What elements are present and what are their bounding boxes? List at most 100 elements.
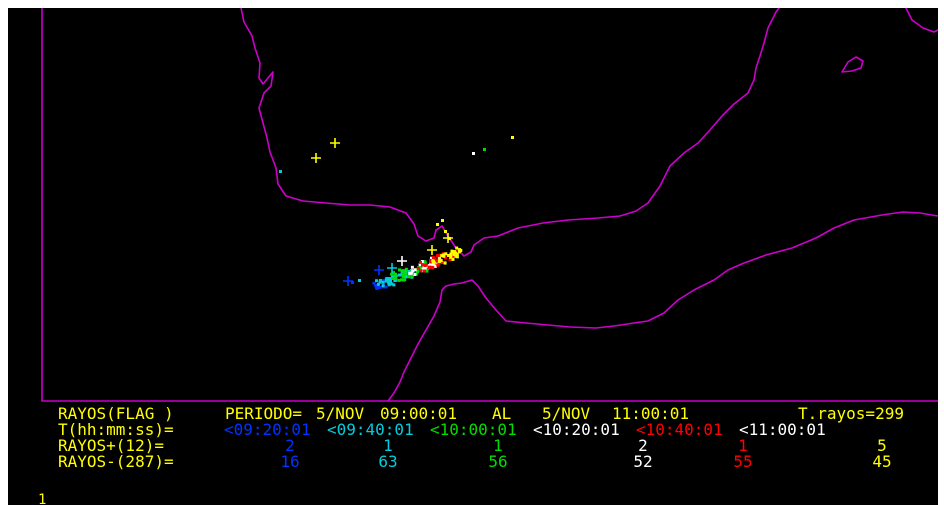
lightning-strike [457,250,461,254]
coastline-mediterranean [905,8,938,33]
positive-count-4: 2 [638,436,648,455]
lightning-strike [375,279,378,283]
positive-count-6: 5 [877,436,887,455]
lightning-strike [378,280,382,284]
lightning-strike [408,271,412,275]
lightning-strike [433,257,437,261]
lightning-strike [401,275,405,278]
lightning-strike [447,254,450,257]
negative-label: RAYOS-(287)= [58,452,174,471]
lightning-strike [455,246,459,250]
lightning-strike [428,265,432,269]
lightning-strike [376,282,380,286]
total-strikes: T.rayos=299 [798,404,904,423]
lightning-strike [404,275,408,279]
lightning-strike [410,275,414,279]
end-time: 11:00:01 [612,404,690,423]
lightning-map [41,8,938,402]
time-label: T(hh:mm:ss)= [58,420,174,439]
lightning-strike [421,263,424,267]
lightning-strike [394,278,398,282]
negative-count-1: 16 [280,452,300,471]
lightning-strike [375,286,379,290]
lightning-strike [391,275,394,279]
negative-count-5: 55 [733,452,753,471]
lightning-strike [449,252,453,256]
lightning-strike [400,270,404,274]
lightning-strike [455,255,459,259]
positive-count-3: 1 [493,436,503,455]
lightning-strike [393,274,397,278]
lightning-strike [394,272,397,276]
lightning-strike [358,279,361,282]
lightning-strike [279,170,282,173]
lightning-strike [413,268,417,272]
page-number: 1 [38,492,47,505]
positive-lightning-marker [343,276,353,286]
lightning-strike [450,249,454,253]
time-interval-3: <10:00:01 [430,420,517,439]
time-interval-4: <10:20:01 [533,420,620,439]
negative-count-4: 52 [633,452,653,471]
positive-count-2: 1 [383,436,393,455]
lightning-strike [413,273,417,276]
positive-lightning-marker [427,245,437,255]
lightning-strike [448,258,452,262]
lightning-strike [385,277,389,281]
lightning-strike [402,269,406,273]
lightning-strike [387,277,391,280]
lightning-strike [455,252,459,256]
lightning-strike [511,136,514,139]
positive-lightning-marker [311,153,321,163]
lightning-strike [404,269,407,273]
lightning-strike [431,257,434,261]
lightning-strike [441,219,444,222]
lightning-strike [391,277,395,280]
lightning-strike [420,260,424,263]
lightning-strike [400,278,404,282]
map-frame [41,8,938,402]
lightning-strike [421,267,425,271]
positive-label: RAYOS+(12)= [58,436,164,455]
period-label: PERIODO= [225,404,303,423]
lightning-strike [416,266,420,270]
time-interval-2: <09:40:01 [327,420,414,439]
positive-count-1: 2 [285,436,295,455]
al-label: AL [492,404,512,423]
lightning-strike [483,148,486,151]
lightning-strike [444,230,447,233]
lightning-strike [431,256,435,260]
lightning-strike [423,266,427,270]
coastline-atlantic [240,8,780,257]
lightning-strike [451,257,455,261]
lightning-strike [404,267,408,271]
lightning-strikes [279,136,514,290]
lightning-strike [388,280,392,284]
lightning-strike [429,260,433,264]
lightning-strike [431,259,435,263]
map-screen: RAYOS(FLAG ) PERIODO= 5/NOV 09:00:01 AL … [8,8,938,505]
lightning-strike [409,271,413,275]
lightning-strike [392,283,396,287]
lightning-strike [351,281,354,284]
lightning-strike [378,285,382,289]
lightning-strike [432,263,436,267]
lightning-strike [449,255,453,259]
lightning-strike [432,261,436,265]
negative-row: RAYOS-(287)= 16 63 56 52 55 45 [8,454,892,470]
lightning-strike [443,261,447,265]
lightning-strike [397,278,401,282]
lightning-strike [418,263,422,267]
lightning-strike [376,284,380,288]
lightning-strike [384,285,388,289]
negative-count-2: 63 [378,452,398,471]
lightning-strike [439,259,443,263]
lightning-strike [424,263,428,267]
lightning-strike [419,260,422,264]
lightning-strike [407,270,411,273]
lightning-strike [438,259,441,263]
negative-count-3: 56 [488,452,508,471]
time-interval-5: <10:40:01 [636,420,723,439]
lightning-strike [410,265,414,269]
lightning-strike [442,253,446,257]
